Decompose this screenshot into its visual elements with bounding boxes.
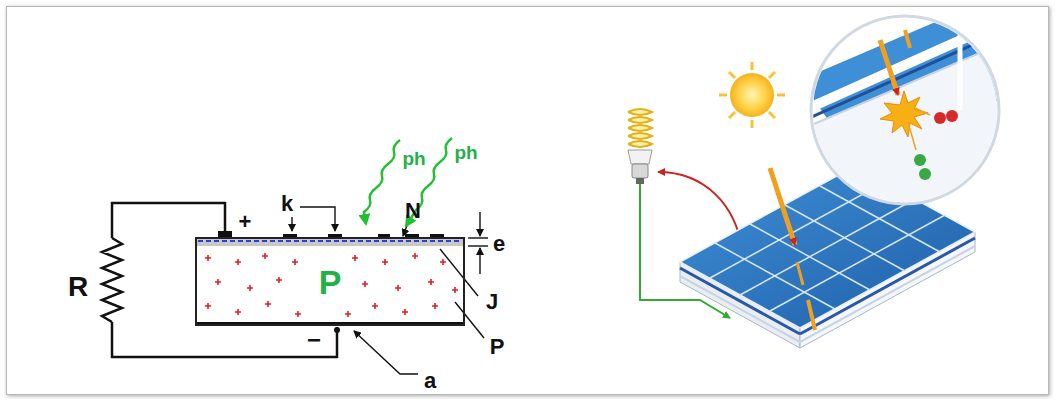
electron bbox=[934, 112, 946, 124]
light-bulb bbox=[628, 109, 652, 184]
photon-burst bbox=[880, 91, 928, 137]
bulb-tip bbox=[636, 178, 644, 184]
photon-waves bbox=[364, 138, 452, 226]
photon-arrow bbox=[364, 140, 400, 224]
magnifier-lens bbox=[800, 16, 1010, 210]
junction-dashes bbox=[198, 240, 462, 242]
leader-a bbox=[354, 331, 418, 374]
plus-charges bbox=[205, 253, 458, 317]
charge-markers bbox=[205, 253, 458, 317]
bulb-base bbox=[632, 164, 648, 178]
carrier-path bbox=[915, 108, 930, 115]
layer-letter: P bbox=[315, 263, 346, 301]
component-label: R bbox=[68, 273, 88, 301]
wire bbox=[112, 322, 337, 357]
n-layer bbox=[196, 238, 464, 246]
photon-label: ph bbox=[402, 149, 425, 168]
dimension-label: e bbox=[493, 233, 505, 255]
dimension-tick bbox=[468, 245, 488, 246]
lens-content bbox=[800, 18, 1010, 210]
leader-k bbox=[291, 217, 292, 231]
wire bbox=[112, 203, 225, 238]
part-label: a bbox=[424, 370, 436, 392]
sun bbox=[719, 62, 785, 128]
sun-rays bbox=[719, 62, 785, 128]
zoom-finger bbox=[958, 20, 963, 110]
leader-j bbox=[440, 249, 478, 296]
polarity-sign: + bbox=[239, 211, 252, 233]
electron bbox=[946, 110, 958, 122]
part-label: J bbox=[486, 291, 498, 313]
zoom-light-ray bbox=[905, 30, 910, 48]
light-ray bbox=[797, 262, 803, 285]
hole bbox=[919, 168, 931, 180]
resistor-symbol bbox=[102, 238, 122, 322]
photon-label: ph bbox=[454, 143, 477, 162]
zoom-light-ray bbox=[880, 40, 898, 95]
dimension-arrow bbox=[479, 248, 480, 274]
part-label: N bbox=[405, 200, 421, 222]
light-ray bbox=[770, 168, 795, 245]
minus-terminal bbox=[334, 327, 340, 333]
polarity-sign: − bbox=[307, 328, 321, 352]
cell-layers bbox=[195, 238, 465, 326]
light-ray bbox=[808, 300, 815, 330]
leader-k bbox=[300, 207, 335, 231]
semiconductor-block: P bbox=[195, 237, 465, 326]
dimension-tick bbox=[468, 237, 488, 238]
bulb-spiral bbox=[628, 109, 652, 147]
external-circuit bbox=[102, 203, 337, 357]
leader-p bbox=[455, 302, 484, 338]
carrier-path bbox=[908, 122, 916, 150]
leader-lines bbox=[292, 207, 488, 374]
dimension-arrow bbox=[479, 212, 480, 236]
bulb-neck bbox=[628, 150, 652, 164]
sun-disc bbox=[730, 73, 774, 117]
part-label: k bbox=[281, 193, 293, 215]
zoom-body bbox=[800, 40, 1010, 210]
part-label: P bbox=[490, 336, 505, 358]
hole bbox=[914, 154, 926, 166]
